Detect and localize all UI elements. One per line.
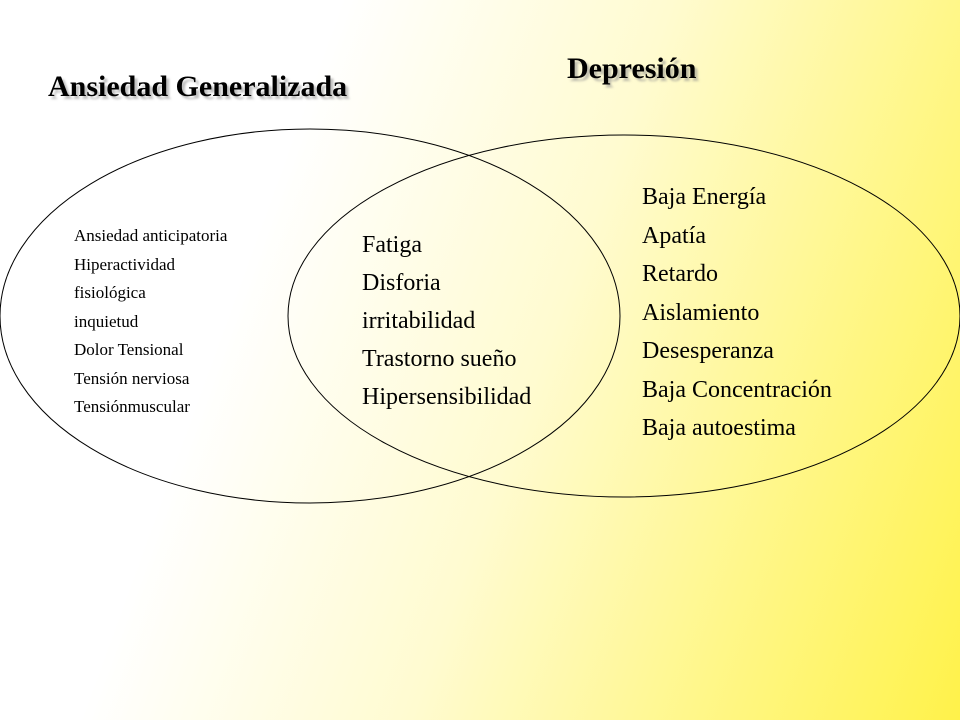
title-ansiedad-generalizada: Ansiedad Generalizada <box>48 70 348 103</box>
list-item: Baja Concentración <box>642 376 832 403</box>
list-item: Aislamiento <box>642 299 760 326</box>
list-item: Trastorno sueño <box>362 346 517 372</box>
list-item: Disforia <box>362 270 441 296</box>
list-item: Tensiónmuscular <box>74 397 190 416</box>
list-item: Retardo <box>642 261 718 287</box>
list-item: Hiperactividad <box>74 254 176 274</box>
list-item: irritabilidad <box>362 308 476 334</box>
list-item: Fatiga <box>362 232 422 258</box>
list-item: Dolor Tensional <box>74 340 184 359</box>
list-item: Ansiedad anticipatoria <box>74 226 228 245</box>
list-item: Baja autoestima <box>642 415 796 441</box>
list-item: Tensión nerviosa <box>74 368 190 388</box>
list-item: inquietud <box>74 311 139 331</box>
list-item: Desesperanza <box>642 338 774 364</box>
list-item: Baja Energía <box>642 184 767 210</box>
list-item: fisiológica <box>74 283 146 302</box>
ellipse-depresion <box>287 134 960 498</box>
list-depresion-only: Baja Energía Apatía Retardo Aislamiento … <box>642 178 832 448</box>
ellipse-ansiedad-generalizada <box>0 128 621 504</box>
title-depresion: Depresión <box>567 52 697 85</box>
list-item: Hipersensibilidad <box>362 384 532 410</box>
list-ansiedad-only: Ansiedad anticipatoria Hiperactividad fi… <box>74 222 227 422</box>
list-item: Apatía <box>642 222 706 249</box>
list-overlap-shared: Fatiga Disforia irritabilidad Trastorno … <box>362 226 531 416</box>
